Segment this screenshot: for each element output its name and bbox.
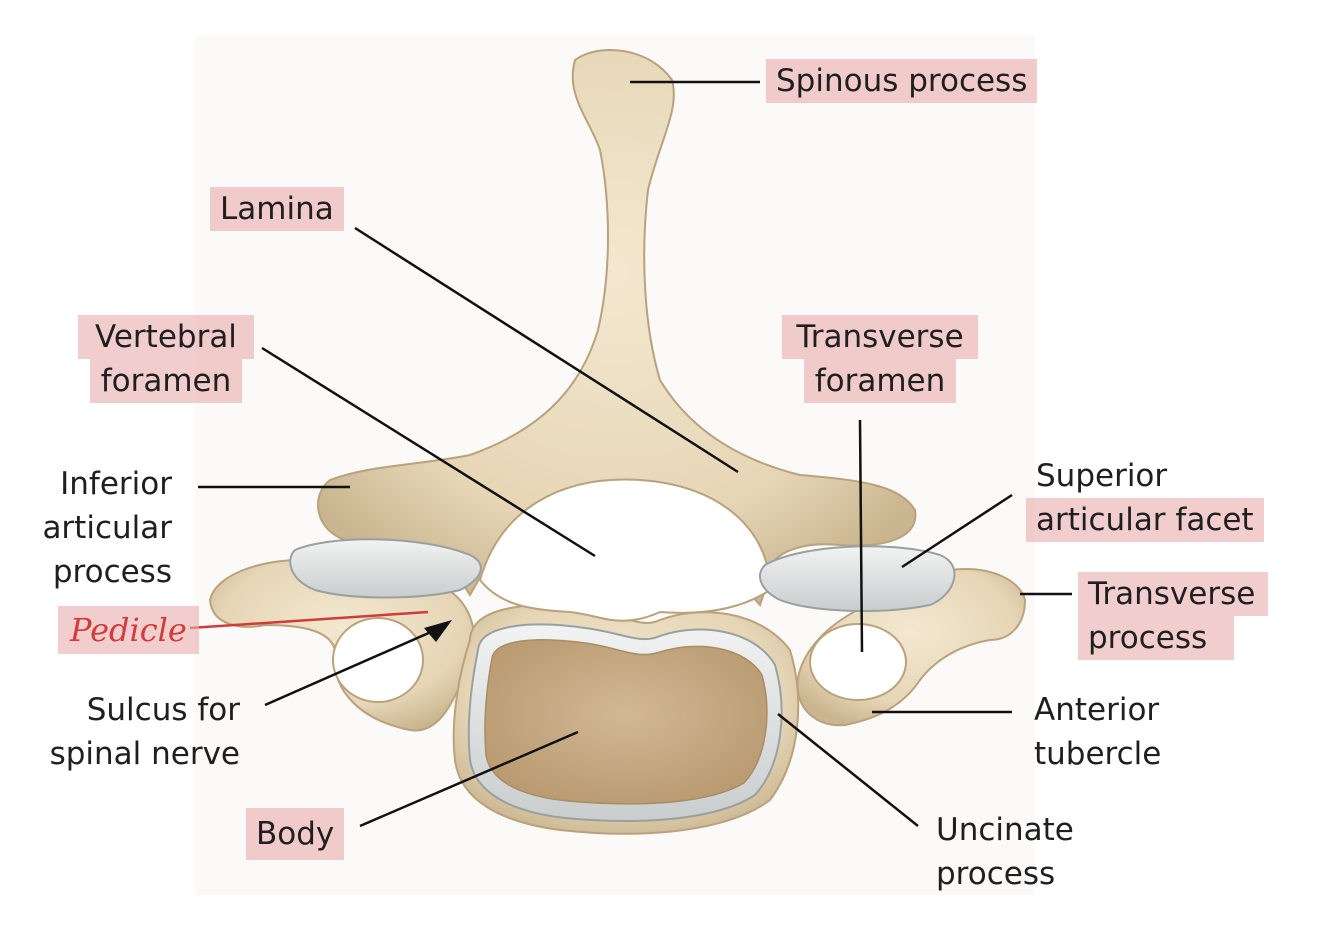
- label-body: Body: [246, 808, 345, 860]
- leader-vertebral-foramen: [261, 346, 596, 558]
- label-superior-articular-facet: Superior articular facet: [1026, 454, 1264, 542]
- label-transverse-process-line1: Transverse: [1078, 572, 1268, 616]
- leader-sulcus: [264, 626, 441, 707]
- leader-lines: [198, 80, 1072, 828]
- label-superior-articular-line1: Superior: [1036, 458, 1168, 494]
- articular-facets: [289, 538, 956, 612]
- leader-superior-articular: [901, 493, 1013, 569]
- label-transverse-process: Transverse process: [1078, 572, 1268, 660]
- label-sulcus-spinal-nerve: Sulcus for spinal nerve: [30, 688, 240, 776]
- label-anterior-tubercle-line2: tubercle: [1034, 736, 1162, 772]
- label-inferior-articular-line3: process: [52, 554, 172, 590]
- sulcus-arrowhead: [424, 620, 452, 642]
- label-inferior-articular-line1: Inferior: [60, 466, 172, 502]
- leader-lamina: [354, 226, 739, 474]
- leader-body: [359, 730, 579, 828]
- label-vertebral-foramen-line2: foramen: [90, 359, 242, 403]
- label-uncinate-line1: Uncinate: [936, 812, 1074, 848]
- label-transverse-foramen-line1: Transverse: [782, 315, 978, 359]
- label-body-text: Body: [246, 808, 345, 860]
- leader-pedicle: [189, 610, 429, 630]
- label-transverse-foramen: Transverse foramen: [782, 315, 978, 403]
- label-vertebral-foramen: Vertebral foramen: [78, 315, 254, 403]
- right-superior-facet: [759, 545, 956, 612]
- label-spinous-process-text: Spinous process: [766, 59, 1038, 103]
- label-superior-articular-line2: articular facet: [1026, 498, 1264, 542]
- vertebral-foramen-hole: [478, 478, 772, 622]
- leader-uncinate: [777, 713, 919, 827]
- label-inferior-articular-process: Inferior articular process: [20, 462, 172, 594]
- label-anterior-tubercle: Anterior tubercle: [1034, 688, 1161, 776]
- label-pedicle-handwritten: Pedicle: [58, 606, 199, 654]
- label-vertebral-foramen-line1: Vertebral: [78, 315, 254, 359]
- label-lamina-text: Lamina: [210, 187, 344, 231]
- label-lamina: Lamina: [210, 187, 344, 231]
- right-transverse-foramen-hole: [809, 623, 907, 701]
- label-anterior-tubercle-line1: Anterior: [1034, 692, 1160, 728]
- label-spinous-process: Spinous process: [766, 59, 1038, 103]
- label-inferior-articular-line2: articular: [42, 510, 172, 546]
- label-transverse-foramen-line2: foramen: [804, 359, 956, 403]
- foramina: [332, 478, 907, 703]
- leader-transverse-foramen: [858, 419, 864, 653]
- label-sulcus-line2: spinal nerve: [49, 736, 240, 772]
- left-transverse-foramen-hole: [332, 617, 424, 703]
- label-uncinate-line2: process: [936, 856, 1056, 892]
- left-superior-facet: [289, 538, 482, 599]
- label-transverse-process-line2: process: [1078, 616, 1234, 660]
- vertebral-body: [467, 623, 783, 823]
- label-uncinate-process: Uncinate process: [936, 808, 1074, 896]
- body-top-surface: [484, 639, 768, 805]
- label-sulcus-line1: Sulcus for: [86, 692, 240, 728]
